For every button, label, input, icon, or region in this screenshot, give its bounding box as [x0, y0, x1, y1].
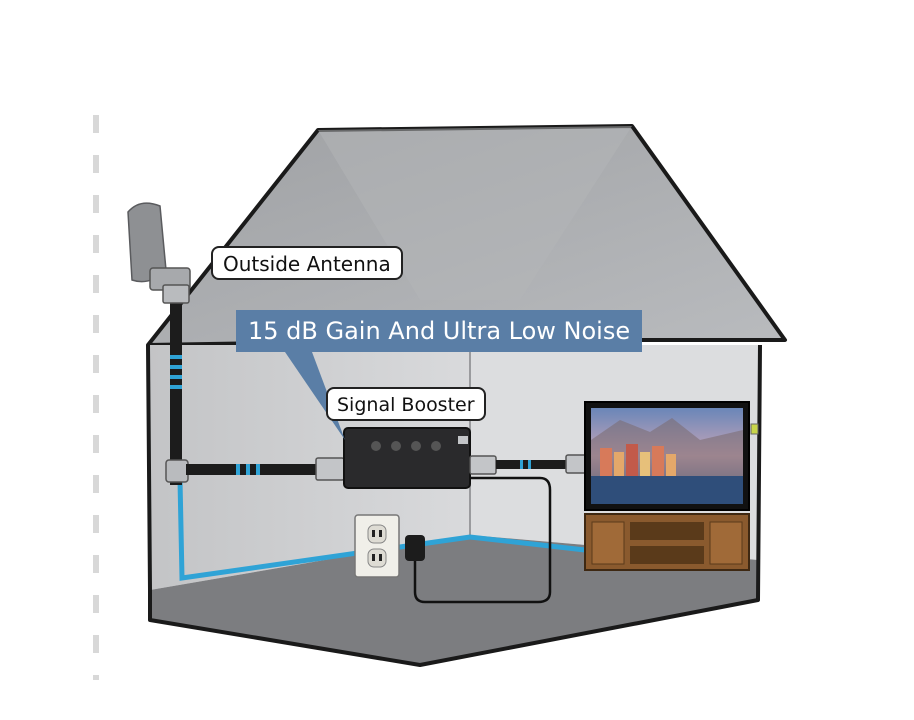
tv-input-connector	[565, 454, 587, 474]
booster-output-connector	[469, 455, 497, 475]
house-outline	[146, 344, 762, 667]
signal-booster-label: Signal Booster	[326, 387, 486, 421]
power-adapter-icon	[405, 535, 425, 561]
tv-cable-stripes	[520, 460, 531, 469]
television-icon	[584, 401, 750, 511]
cable-to-booster	[186, 464, 336, 475]
panel-antenna-icon	[127, 202, 191, 304]
elbow-connector	[165, 459, 189, 483]
cable-trace	[177, 479, 586, 581]
mast-blue-stripes	[170, 355, 182, 389]
power-outlet-icon	[354, 514, 400, 578]
booster-input-connector	[315, 457, 345, 481]
signal-booster-device-icon	[343, 427, 471, 489]
gain-banner: 15 dB Gain And Ultra Low Noise	[236, 310, 643, 352]
cable-stripes	[236, 464, 260, 475]
tv-cabinet-icon	[584, 513, 750, 571]
wall-switch-icon	[750, 423, 759, 435]
power-cord	[413, 476, 552, 604]
outside-antenna-label: Outside Antenna	[211, 246, 403, 280]
antenna-mast	[170, 300, 182, 485]
